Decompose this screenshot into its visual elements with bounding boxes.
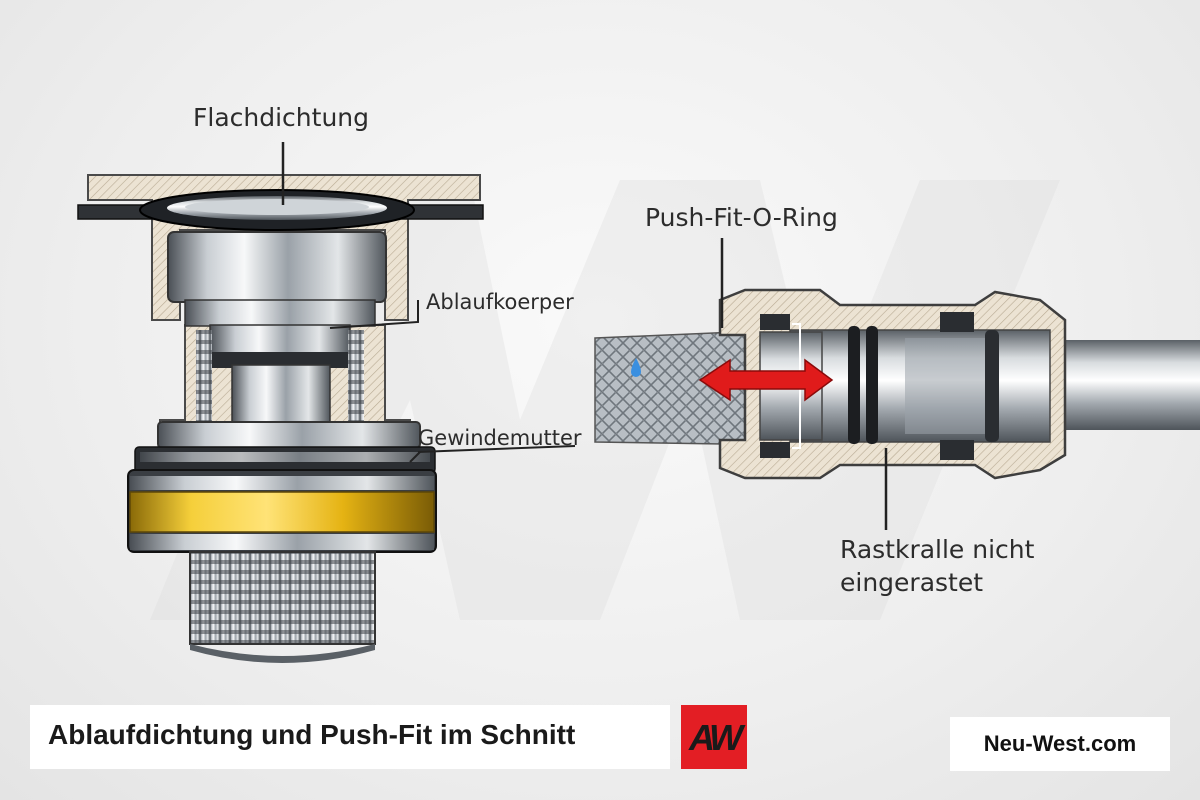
label-rastkralle-line1: Rastkralle nicht (840, 533, 1034, 566)
label-rastkralle: Rastkralle nicht eingerastet (840, 533, 1034, 599)
label-push-fit-o-ring: Push-Fit-O-Ring (645, 203, 838, 232)
label-flachdichtung: Flachdichtung (193, 103, 369, 132)
label-ablaufkoerper: Ablaufkoerper (426, 290, 574, 314)
label-rastkralle-line2: eingerastet (840, 566, 1034, 599)
brand-logo-text: AW (681, 717, 747, 759)
site-badge: Neu-West.com (950, 717, 1170, 771)
caption-title: Ablaufdichtung und Push-Fit im Schnitt (48, 719, 575, 751)
site-name: Neu-West.com (950, 731, 1170, 757)
brand-logo: AW (681, 705, 747, 769)
caption-bar: Ablaufdichtung und Push-Fit im Schnitt (30, 705, 670, 769)
label-gewindemutter: Gewindemutter (418, 426, 582, 450)
